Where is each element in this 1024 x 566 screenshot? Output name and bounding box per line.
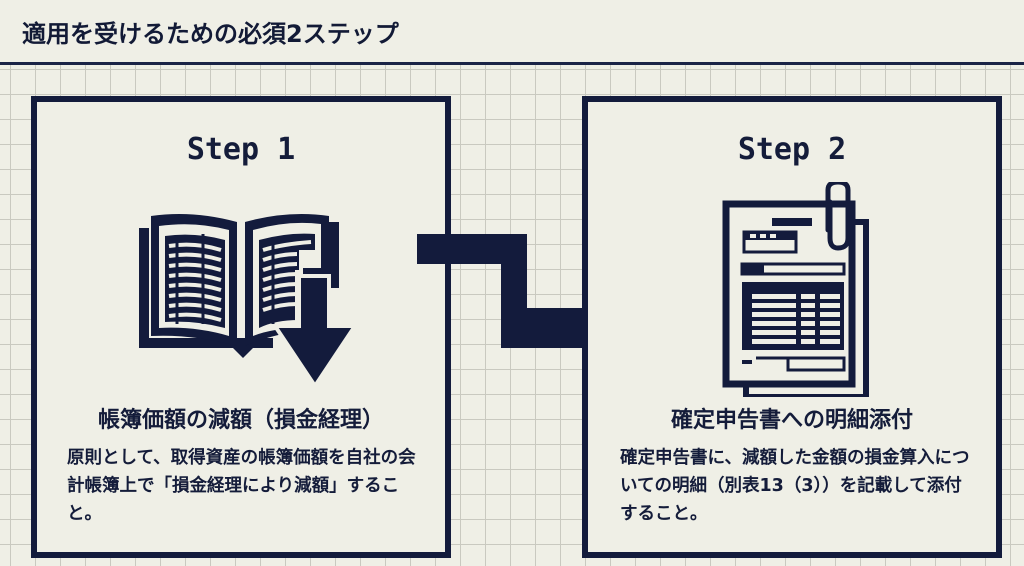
page-title: 適用を受けるための必須2ステップ: [22, 20, 399, 48]
header: 適用を受けるための必須2ステップ: [0, 0, 1024, 65]
step-1-card: Step 1: [31, 96, 451, 558]
ledger-book-down-arrow-icon: [139, 214, 359, 390]
step-2-body: 確定申告書に、減額した金額の損金算入についての明細（別表13（3））を記載して添…: [620, 448, 970, 524]
step-2-heading: 確定申告書への明細添付: [670, 408, 913, 433]
tax-return-document-paperclip-icon: [722, 182, 869, 397]
step-2-label: Step 2: [737, 132, 847, 167]
step-1-body: 原則として、取得資産の帳簿価額を自社の会計帳簿上で「損金経理により減額」すること…: [67, 448, 416, 524]
step-1-label: Step 1: [186, 132, 296, 167]
step-1-heading: 帳簿価額の減額（損金経理）: [97, 408, 384, 433]
step-2-card: Step 2: [582, 96, 1002, 558]
